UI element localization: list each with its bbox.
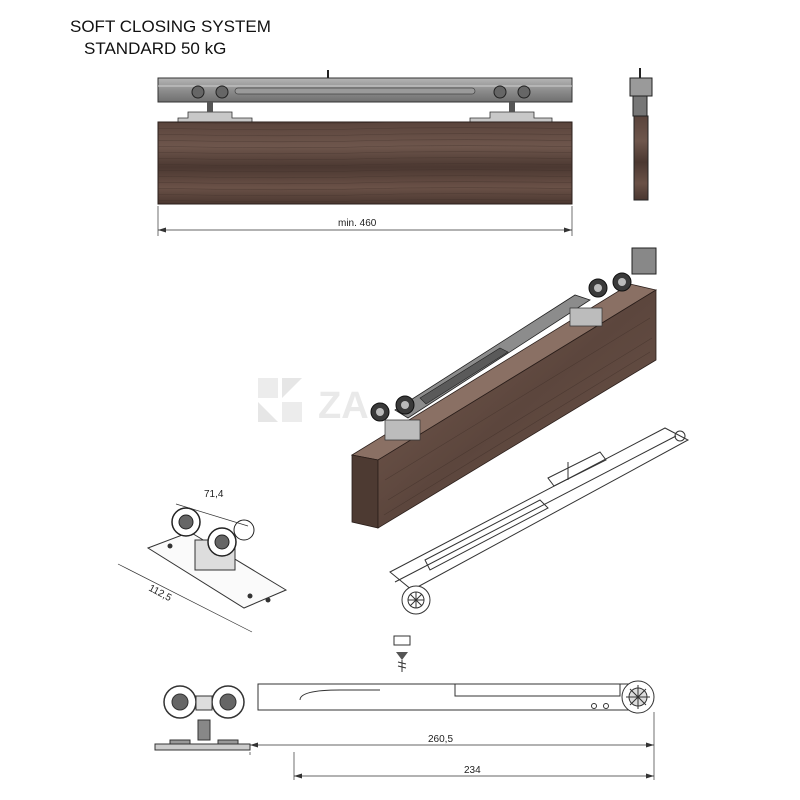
iso-hanger-plate	[569, 307, 603, 327]
dim-plate-length: 112,5	[147, 583, 174, 604]
iso-hanger-plate	[384, 419, 421, 441]
roller-wheel	[215, 85, 229, 99]
side-track	[629, 77, 653, 97]
left-hanger-plate	[177, 111, 253, 123]
iso-door-end	[351, 454, 379, 529]
damper-body	[234, 87, 476, 95]
roller-wheel	[493, 85, 507, 99]
iso-roller-hub	[376, 408, 384, 416]
bottom-roller-hub	[171, 693, 189, 711]
iso-roller-hub	[594, 284, 602, 292]
bottom-mount-clips	[169, 739, 239, 745]
bottom-dimensions	[249, 712, 655, 780]
roller-carriage: 71,4 112,5	[117, 489, 288, 633]
damper-wheel-spokes	[626, 685, 650, 709]
mounting-screw	[393, 635, 411, 672]
dim-line	[117, 563, 253, 633]
iso-roller-hub	[401, 401, 409, 409]
damper-hook-slot	[299, 689, 380, 701]
iso-end-stop	[631, 247, 657, 275]
carriage-wheel-hub	[214, 534, 230, 550]
watermark-logo-shape	[258, 402, 278, 422]
dim-line	[175, 503, 249, 527]
screw-head	[396, 652, 408, 660]
dim-roller-width: 71,4	[204, 489, 224, 500]
damper-hole	[603, 703, 609, 709]
watermark-logo-shape	[282, 378, 302, 398]
left-hanger-bolt	[207, 102, 213, 112]
bottom-side-view	[154, 680, 655, 751]
isometric-view	[350, 247, 658, 529]
damper-wheel-spokes	[408, 592, 424, 608]
watermark-logo-shape	[258, 378, 278, 398]
roller-wheel	[191, 85, 205, 99]
watermark-text: ZA	[318, 385, 369, 427]
roller-wheel	[517, 85, 531, 99]
front-view: min. 460	[157, 70, 573, 236]
bottom-roller-hub	[219, 693, 237, 711]
drawing-title: SOFT CLOSING SYSTEM STANDARD 50 kG	[70, 16, 271, 60]
right-hanger-bolt	[509, 102, 515, 112]
bottom-roller-body	[195, 695, 213, 711]
title-line-2: STANDARD 50 kG	[84, 39, 227, 58]
iso-damper-detail	[419, 347, 509, 405]
damper-detail	[389, 427, 690, 615]
screw-cap	[393, 635, 411, 646]
side-view	[629, 68, 653, 201]
dim-arrows	[250, 742, 654, 779]
title-line-1: SOFT CLOSING SYSTEM	[70, 17, 271, 36]
side-roller	[632, 95, 648, 117]
plate-hole	[247, 593, 253, 599]
dim-mechanism-length: 234	[464, 765, 481, 776]
dim-door-min-width: min. 460	[338, 218, 377, 229]
damper-piston	[424, 499, 549, 571]
carriage-wheel-hub	[178, 514, 194, 530]
damper-pivot	[674, 430, 686, 442]
side-door-edge	[633, 115, 649, 201]
carriage-wheel	[233, 519, 255, 541]
right-hanger-plate	[469, 111, 553, 123]
screw-thread	[397, 660, 407, 672]
iso-door-face	[377, 289, 657, 529]
damper-cylinder	[454, 683, 621, 697]
bottom-mount-plate	[154, 743, 251, 751]
dim-overall-length: 260,5	[428, 734, 453, 745]
iso-roller-hub	[618, 278, 626, 286]
plate-hole	[265, 597, 271, 603]
door-grain	[158, 122, 572, 204]
damper-centerline	[394, 435, 677, 583]
watermark: ZA	[258, 378, 369, 427]
damper-slider	[547, 451, 607, 487]
plate-hole	[167, 543, 173, 549]
watermark-logo-shape	[282, 402, 302, 422]
bottom-bolt	[197, 719, 211, 741]
damper-hole	[591, 703, 597, 709]
iso-door-grain	[383, 317, 653, 516]
